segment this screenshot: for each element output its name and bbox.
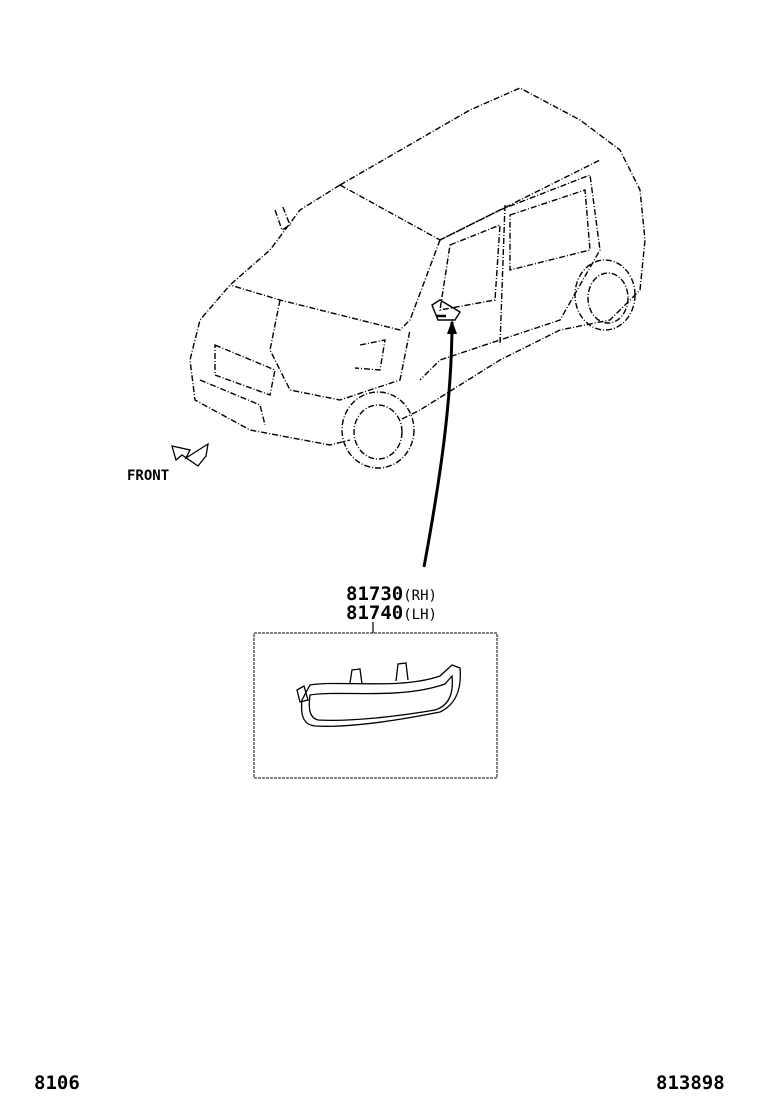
footer-code-left: 8106 xyxy=(34,1072,80,1094)
footer-code-right: 813898 xyxy=(656,1072,725,1094)
arrow-head xyxy=(447,320,457,334)
part-number-rh: 81730(RH) xyxy=(346,583,437,605)
leader-line xyxy=(422,321,454,568)
part-number-lh: 81740(LH) xyxy=(346,602,437,624)
vehicle-illustration xyxy=(189,87,646,469)
part-number: 81730 xyxy=(346,583,404,605)
side-turn-signal-lamp-illustration xyxy=(296,662,461,727)
front-arrow-icon xyxy=(171,442,209,467)
part-side: LH xyxy=(411,607,429,623)
part-number: 81740 xyxy=(346,602,404,624)
part-side: RH xyxy=(411,588,429,604)
part-box xyxy=(253,632,498,779)
front-direction-label: FRONT xyxy=(127,468,170,484)
